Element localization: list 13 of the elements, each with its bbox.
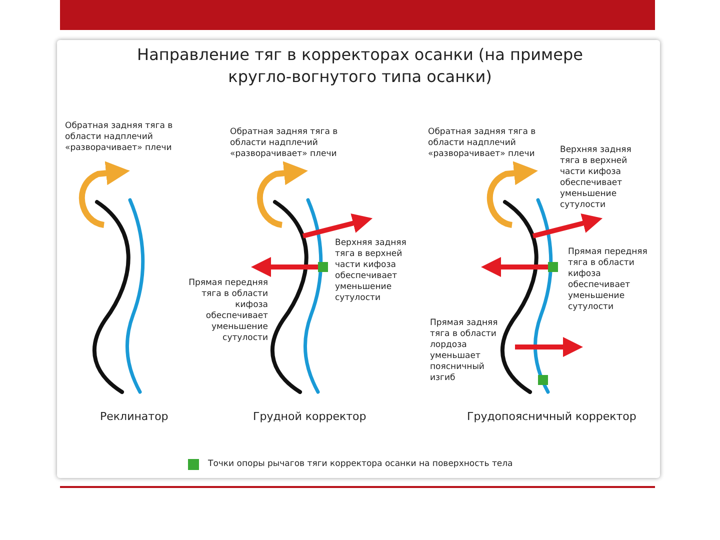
note: Верхняя задняя тяга в верхней части кифоза обеспечивает уменьшение сутулости — [335, 238, 408, 304]
caption: Реклинатор — [100, 410, 168, 423]
note: Прямая задняя тяга в области лордоза уменьшает поясничный изгиб — [430, 318, 499, 384]
caption: Грудопоясничный корректор — [467, 410, 636, 423]
title: Направление тяг в корректорах осанки (на примере кругло-вогнутого типа осанки) — [136, 44, 584, 88]
note: Обратная задняя тяга в области надплечий «разворачивает» плечи — [230, 127, 339, 160]
note: Прямая передняя тяга в области кифоза обеспечивает уменьшение сутулости — [188, 278, 268, 344]
caption: Грудной корректор — [253, 410, 366, 423]
note: Обратная задняя тяга в области надплечий «разворачивает» плечи — [428, 127, 537, 160]
note: Верхняя задняя тяга в верхней части кифоза обеспечивает уменьшение сутулости — [560, 145, 632, 211]
note: Обратная задняя тяга в области надплечий «разворачивает» плечи — [65, 121, 174, 154]
legend-text: Точки опоры рычагов тяги корректора осанки на поверхность тела — [208, 459, 513, 470]
note: Прямая передняя тяга в области кифоза обеспечивает уменьшение сутулости — [568, 247, 648, 313]
